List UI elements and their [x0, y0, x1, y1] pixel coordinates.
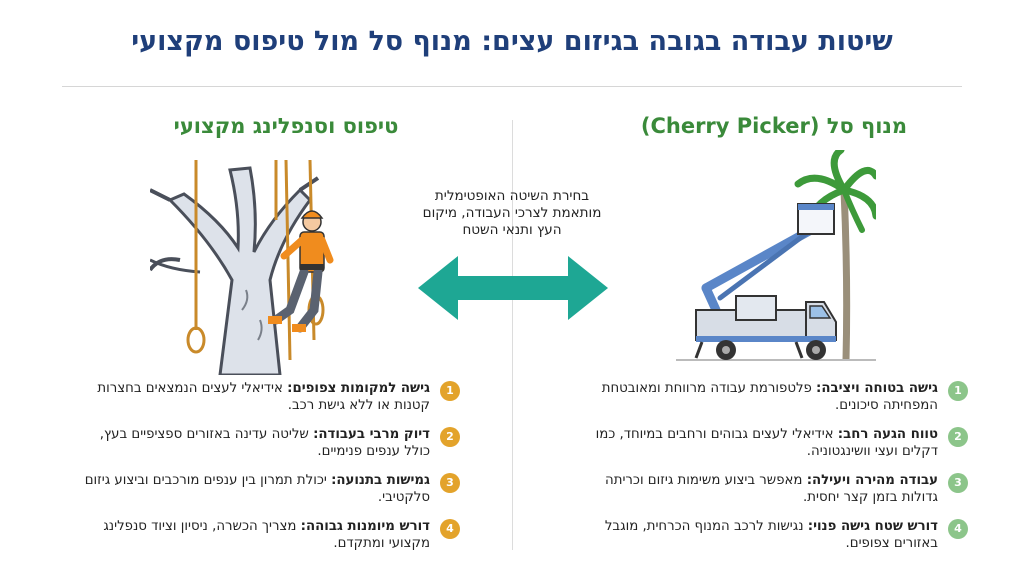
climber-icon [268, 210, 334, 333]
double-arrow-icon [418, 256, 608, 320]
item-title: דיוק מרבי בעבודה: [313, 427, 430, 442]
item-text: מאפשר ביצוע משימות גיזום וכריתה גדולות ב… [605, 473, 938, 505]
item-title: גישה בטוחה ויציבה: [816, 381, 938, 396]
tree-trunk-icon [150, 166, 320, 375]
list-item: 2 טווח הגעה רחב: אידיאלי לעצים גבוהים ור… [588, 426, 968, 460]
item-text: נגישות לרכב המנוף הכרחית, מוגבל באזורים … [604, 519, 938, 551]
item-text: מצריך הכשרה, ניסיון וציוד סנפלינג מקצועי… [103, 519, 430, 551]
bucket-truck-icon [676, 150, 876, 361]
bucket-truck-list: 1 גישה בטוחה ויציבה: פלטפורמת עבודה מרוו… [588, 380, 968, 564]
item-title: גישה למקומות צפופים: [287, 381, 430, 396]
page-title: שיטות עבודה בגובה בגיזום עצים: מנוף סל מ… [131, 26, 893, 57]
center-caption: בחירת השיטה האופטימלית מותאמת לצרכי העבו… [422, 188, 602, 238]
tree-climbing-list: 1 גישה למקומות צפופים: אידיאלי לעצים הנמ… [80, 380, 460, 564]
list-item: 4 דורש מיומנות גבוהה: מצריך הכשרה, ניסיו… [80, 518, 460, 552]
number-badge: 2 [948, 427, 968, 447]
list-item: 3 עבודה מהירה ויעילה: מאפשר ביצוע משימות… [588, 472, 968, 506]
list-item: 1 גישה למקומות צפופים: אידיאלי לעצים הנמ… [80, 380, 460, 414]
list-item: 4 דורש שטח גישה פנוי: נגישות לרכב המנוף … [588, 518, 968, 552]
heading-bucket-truck: מנוף סל (Cherry Picker) [640, 114, 908, 138]
tree-climber-icon [150, 160, 334, 375]
column-divider [512, 120, 513, 550]
item-title: עבודה מהירה ויעילה: [806, 473, 938, 488]
item-text: אידיאלי לעצים הנמצאים בחצרות קטנות או לל… [97, 381, 430, 413]
item-title: גמישות בתנועה: [331, 473, 430, 488]
item-title: דורש מיומנות גבוהה: [300, 519, 430, 534]
item-text: אידיאלי לעצים גבוהים ורחבים במיוחד, כמו … [595, 427, 938, 459]
title-divider [62, 86, 962, 87]
number-badge: 2 [440, 427, 460, 447]
item-text: פלטפורמת עבודה מרווחת ומאובטחת המפחיתה ס… [601, 381, 938, 413]
number-badge: 1 [440, 381, 460, 401]
list-item: 3 גמישות בתנועה: יכולת תמרון בין ענפים מ… [80, 472, 460, 506]
item-text: שליטה עדינה באזורים ספציפיים בעץ, כולל ע… [99, 427, 430, 459]
number-badge: 4 [440, 519, 460, 539]
number-badge: 1 [948, 381, 968, 401]
item-title: טווח הגעה רחב: [837, 427, 938, 442]
number-badge: 3 [948, 473, 968, 493]
number-badge: 4 [948, 519, 968, 539]
heading-tree-climbing: טיפוס וסנפלינג מקצועי [173, 114, 399, 138]
number-badge: 3 [440, 473, 460, 493]
list-item: 1 גישה בטוחה ויציבה: פלטפורמת עבודה מרוו… [588, 380, 968, 414]
item-title: דורש שטח גישה פנוי: [807, 519, 938, 534]
list-item: 2 דיוק מרבי בעבודה: שליטה עדינה באזורים … [80, 426, 460, 460]
item-text: יכולת תמרון בין ענפים מורכבים וביצוע גיז… [84, 473, 430, 505]
